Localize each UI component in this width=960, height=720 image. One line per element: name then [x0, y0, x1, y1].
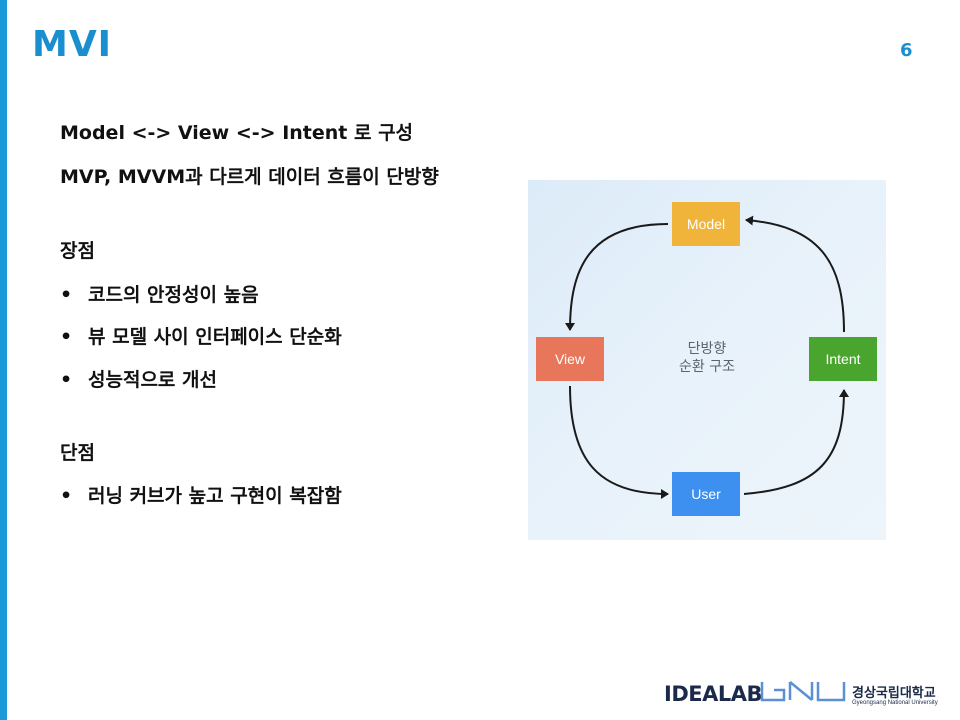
cycle-arrows	[565, 215, 849, 499]
bullet-icon: •	[60, 369, 73, 391]
center-label-line-1: 단방향	[687, 341, 727, 357]
arrow-intent-to-model	[745, 215, 845, 333]
intro-line-2: MVP, MVVM과 다르게 데이터 흐름이 단방향	[60, 166, 439, 188]
pros-item-text: 성능적으로 개선	[88, 369, 217, 391]
node-user: User	[672, 472, 740, 516]
pros-heading: 장점	[60, 240, 95, 262]
arrow-user-to-intent	[743, 389, 849, 495]
mvi-cycle-diagram: Model View Intent User 단방향 순환 구조	[528, 180, 886, 540]
arrow-model-to-view	[565, 223, 669, 331]
idealab-logo: IDEALAB	[664, 682, 762, 706]
pros-item-text: 뷰 모델 사이 인터페이스 단순화	[88, 326, 342, 348]
node-view: View	[536, 337, 604, 381]
node-intent: Intent	[809, 337, 877, 381]
center-label: 단방향 순환 구조	[658, 340, 756, 376]
arrow-view-to-user	[569, 385, 669, 499]
university-name-ko: 경상국립대학교	[852, 686, 936, 701]
pros-item-text: 코드의 안정성이 높음	[88, 284, 259, 306]
pros-item: • 성능적으로 개선	[60, 365, 217, 392]
center-label-line-2: 순환 구조	[679, 359, 735, 375]
node-model: Model	[672, 202, 740, 246]
pros-item: • 뷰 모델 사이 인터페이스 단순화	[60, 322, 342, 349]
slide-title: MVI	[32, 24, 113, 65]
bullet-icon: •	[60, 284, 73, 306]
cons-item: • 러닝 커브가 높고 구현이 복잡함	[60, 481, 342, 508]
cons-heading: 단점	[60, 442, 95, 464]
intro-line-1: Model <-> View <-> Intent 로 구성	[60, 122, 414, 144]
pros-item: • 코드의 안정성이 높음	[60, 280, 259, 307]
university-name-en: Gyeongsang National University	[852, 700, 938, 706]
bullet-icon: •	[60, 326, 73, 348]
left-accent-bar	[0, 0, 7, 720]
page-number: 6	[900, 40, 913, 61]
cons-item-text: 러닝 커브가 높고 구현이 복잡함	[88, 485, 342, 507]
bullet-icon: •	[60, 485, 73, 507]
gnu-logo	[760, 681, 846, 702]
